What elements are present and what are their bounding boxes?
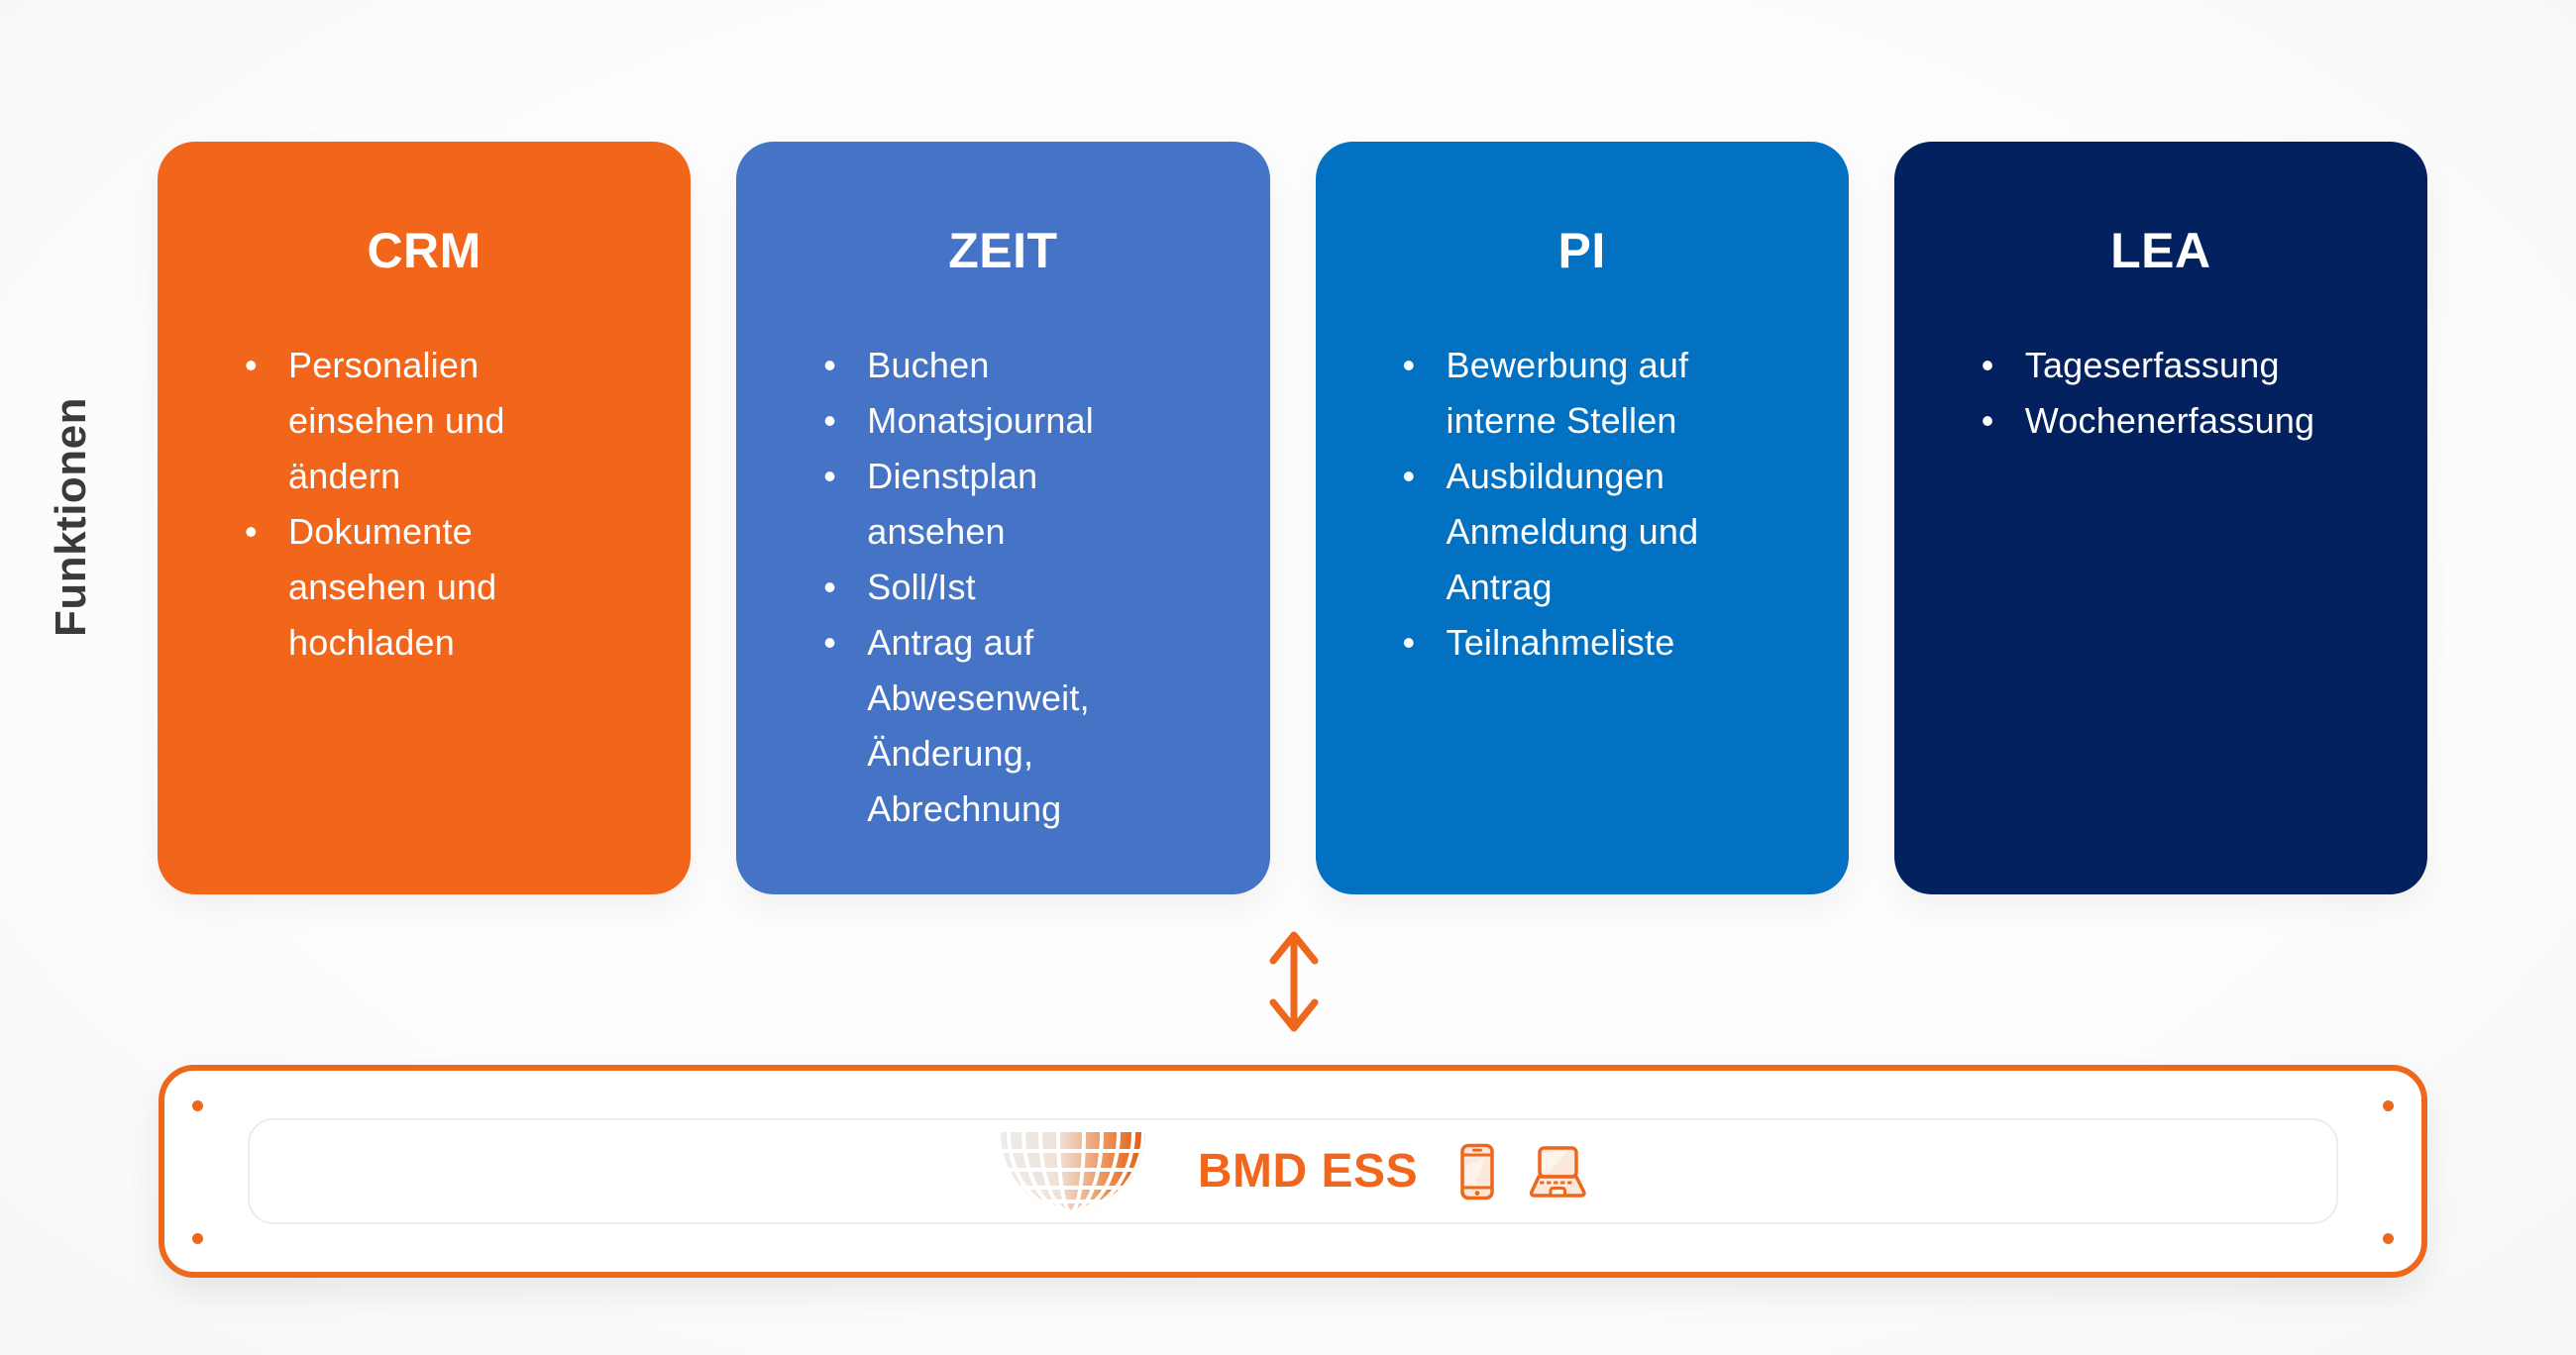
list-item: Antrag auf Abwesenweit, Änderung, Abrech… — [823, 615, 1180, 837]
card-lea: LEA Tageserfassung Wochenerfassung — [1893, 142, 2427, 894]
card-feature-list: Tageserfassung Wochenerfassung — [1982, 338, 2338, 449]
list-item: Soll/Ist — [823, 560, 1180, 615]
corner-dot — [2383, 1100, 2394, 1111]
card-feature-list: Bewerbung auf interne Stellen Ausbildung… — [1403, 338, 1760, 671]
card-feature-list: Buchen Monatsjournal Dienstplan ansehen … — [823, 338, 1180, 837]
list-item: Monatsjournal — [823, 393, 1180, 449]
ess-panel: BMD ESS — [159, 1065, 2427, 1278]
device-icons — [1459, 1143, 1590, 1200]
corner-dot — [192, 1233, 203, 1244]
funktionen-axis-label: Funktionen — [47, 396, 95, 638]
card-zeit: ZEIT Buchen Monatsjournal Dienstplan ans… — [736, 142, 1270, 894]
product-name: BMD ESS — [1197, 1145, 1419, 1198]
card-title: PI — [1557, 223, 1606, 278]
smartphone-icon — [1459, 1143, 1495, 1200]
list-item: Personalien einsehen und ändern — [245, 338, 601, 504]
card-pi: PI Bewerbung auf interne Stellen Ausbild… — [1315, 142, 1849, 894]
function-cards-row: CRM Personalien einsehen und ändern Doku… — [158, 142, 2427, 894]
bidirectional-arrow-icon — [1262, 921, 1326, 1042]
card-crm: CRM Personalien einsehen und ändern Doku… — [158, 142, 692, 894]
list-item: Dokumente ansehen und hochladen — [245, 504, 601, 671]
list-item: Teilnahmeliste — [1403, 615, 1760, 671]
corner-dot — [192, 1100, 203, 1111]
list-item: Tageserfassung — [1982, 338, 2338, 393]
list-item: Dienstplan ansehen — [823, 449, 1180, 560]
bmd-globe-logo-icon — [996, 1129, 1146, 1214]
ess-inner-bar: BMD ESS — [248, 1118, 2338, 1224]
laptop-icon — [1525, 1145, 1590, 1199]
corner-dot — [2383, 1233, 2394, 1244]
list-item: Ausbildungen Anmeldung und Antrag — [1403, 449, 1760, 615]
card-feature-list: Personalien einsehen und ändern Dokument… — [245, 338, 601, 671]
list-item: Bewerbung auf interne Stellen — [1403, 338, 1760, 449]
list-item: Buchen — [823, 338, 1180, 393]
card-title: CRM — [367, 223, 482, 278]
card-title: ZEIT — [948, 223, 1058, 278]
card-title: LEA — [2110, 223, 2211, 278]
list-item: Wochenerfassung — [1982, 393, 2338, 449]
